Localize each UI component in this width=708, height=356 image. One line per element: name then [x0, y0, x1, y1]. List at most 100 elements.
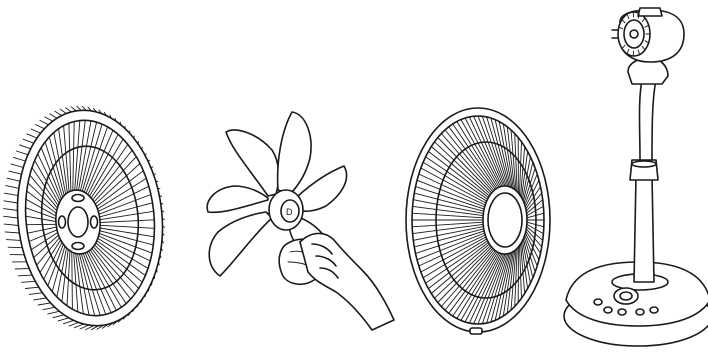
grille-wire [473, 115, 505, 187]
grille-wire [80, 253, 101, 316]
grille-wire [34, 124, 45, 130]
grille-wire [78, 120, 92, 191]
grille-wire [622, 44, 626, 49]
grille-wire [74, 120, 81, 191]
grille-wire [66, 250, 71, 307]
grille-wire [486, 116, 509, 187]
grille-wire [420, 167, 487, 204]
grille-wire [17, 274, 33, 277]
grille-wire [627, 48, 630, 54]
grille-wire [42, 306, 56, 311]
grille-wire [427, 150, 489, 199]
grille-wire [39, 119, 49, 126]
grille-wire [59, 108, 67, 114]
grille-wire [525, 186, 541, 210]
grille-wire [521, 241, 529, 290]
grille-wire [520, 146, 526, 197]
grille-wire [415, 186, 485, 210]
grille-wire [412, 226, 484, 241]
grille-wire [25, 215, 57, 222]
grille-wire [524, 179, 540, 208]
grille-wire [95, 242, 143, 283]
grille-wire [30, 128, 42, 134]
grille-wire [494, 119, 512, 188]
grille-wire [644, 25, 649, 28]
grille-wire [464, 117, 502, 188]
grille-wire [97, 185, 150, 212]
grille-wire [422, 238, 488, 279]
grille-wire [641, 18, 645, 23]
grille-wire [523, 167, 536, 204]
grille-wire [6, 177, 21, 182]
grille-wire [522, 238, 534, 279]
grille-wire [412, 199, 484, 214]
grille-wire [70, 106, 77, 112]
grille-wire [448, 250, 496, 314]
grille-wire [78, 253, 96, 317]
grille-wire [27, 226, 57, 234]
grille-wire [48, 136, 65, 197]
grille-wire [524, 234, 538, 267]
grille-wire [422, 161, 488, 202]
grille-wire [425, 156, 488, 200]
fan-blade-cleaning-icon: D [206, 111, 395, 331]
grille-wire [494, 252, 512, 321]
grille-wire [39, 239, 62, 273]
grille-wire [460, 252, 500, 321]
grille-wire [98, 232, 153, 254]
grille-wire [19, 144, 32, 150]
grille-wire [26, 133, 38, 139]
motor-and-stand-icon [563, 7, 708, 347]
grille-wire [54, 110, 63, 117]
grille-wire [49, 113, 58, 119]
grille-wire [434, 245, 491, 299]
grille-wire [420, 236, 487, 273]
grille-wire [21, 280, 36, 283]
grille-wire [468, 116, 503, 187]
grille-wire [87, 133, 119, 196]
grille-wire [627, 14, 630, 20]
grille-wire [44, 141, 64, 198]
grille-wire [464, 252, 502, 323]
grille-wire [637, 49, 640, 55]
grille-wire [519, 141, 522, 195]
grille-wire [25, 207, 57, 220]
grille-wire [413, 192, 485, 212]
grille-wire [481, 253, 507, 325]
grille-wire [68, 322, 80, 327]
grille-wire [53, 132, 67, 195]
grille-wire [28, 229, 58, 242]
grille-wire [37, 302, 51, 306]
grille-wire [7, 246, 23, 249]
grille-wire [8, 170, 22, 175]
grille-wire [82, 253, 107, 315]
grille-wire [84, 252, 112, 314]
grille-wire [99, 227, 155, 238]
grille-wire [619, 27, 624, 30]
grille-wire [57, 317, 70, 322]
front-guard-icon [405, 107, 551, 335]
grille-wire [89, 138, 124, 197]
grille-wire [468, 253, 503, 324]
grille-wire [510, 129, 517, 192]
grille-wire [520, 243, 526, 294]
grille-wire [413, 228, 485, 248]
grille-wire [644, 40, 649, 43]
grille-wire [63, 125, 70, 193]
grille-wire [418, 234, 486, 267]
grille-wire [430, 243, 490, 294]
grille-wire [13, 156, 26, 162]
grille-wire [99, 210, 155, 221]
grille-wire [96, 177, 147, 210]
grille-wire [63, 319, 75, 325]
grille-wire [522, 156, 531, 200]
grille-wire [33, 297, 47, 301]
grille-wire [86, 251, 117, 311]
grille-wire [10, 163, 24, 168]
grille-wire [415, 230, 485, 254]
grille-wire [416, 232, 486, 261]
grille-wire [412, 223, 484, 235]
grille-wire [94, 163, 141, 205]
grille-wire [89, 249, 127, 304]
